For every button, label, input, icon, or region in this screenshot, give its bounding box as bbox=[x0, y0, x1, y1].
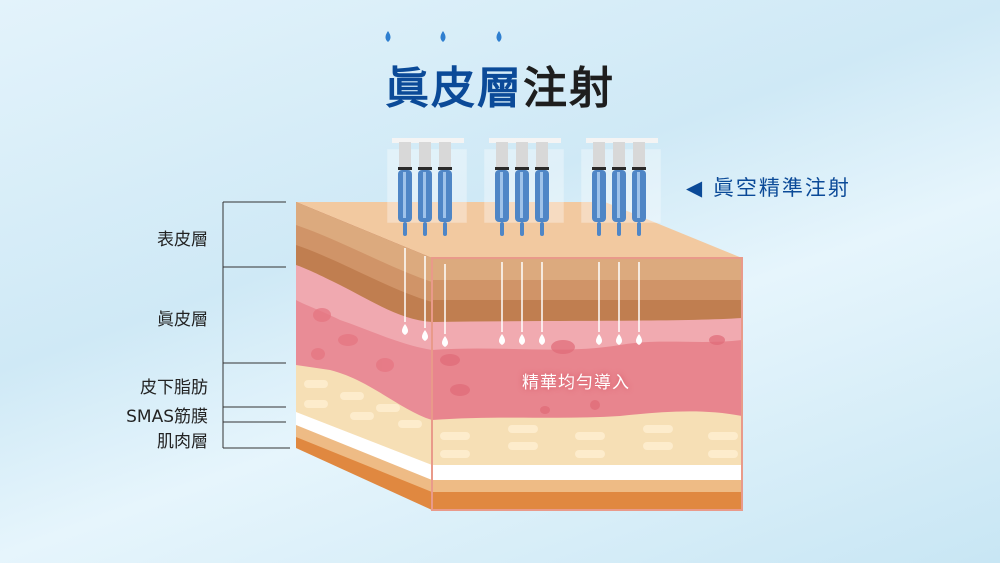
skin-left-face bbox=[296, 202, 432, 510]
essence-text: 精華均勻導入 bbox=[522, 373, 630, 393]
title-rest: 注射 bbox=[523, 63, 615, 114]
label-dermis: 眞皮層 bbox=[157, 310, 208, 330]
syringe-icon bbox=[398, 142, 412, 236]
essence-drop-icon bbox=[422, 330, 428, 341]
layer-bracket bbox=[222, 201, 290, 449]
label-muscle: 肌肉層 bbox=[157, 432, 208, 452]
syringe-cap bbox=[586, 138, 658, 143]
label-smas: SMAS筋膜 bbox=[126, 407, 208, 427]
syringe-cap bbox=[489, 138, 561, 143]
essence-drop-icon bbox=[596, 334, 602, 345]
essence-drop-icon bbox=[539, 334, 545, 345]
injection-lines bbox=[402, 248, 642, 347]
syringe-icon bbox=[515, 142, 529, 236]
syringe-icon bbox=[418, 142, 432, 236]
syringe-icon bbox=[592, 142, 606, 236]
syringe-icon bbox=[535, 142, 549, 236]
syringe-icon bbox=[438, 142, 452, 236]
callout-text: 眞空精準注射 bbox=[712, 176, 851, 200]
page-title: 眞皮層注射 bbox=[0, 52, 1000, 116]
essence-drop-icon bbox=[616, 334, 622, 345]
syringe-icon bbox=[612, 142, 626, 236]
left-triangle-icon: ◀ bbox=[686, 176, 705, 200]
syringe-group bbox=[387, 138, 467, 236]
syringe-group bbox=[484, 138, 564, 236]
vacuum-injection-callout: ◀ 眞空精準注射 bbox=[686, 172, 851, 202]
syringe-cap bbox=[392, 138, 464, 143]
essence-drop-icon bbox=[636, 334, 642, 345]
label-subcutaneous-fat: 皮下脂肪 bbox=[140, 378, 208, 398]
essence-drop-icon bbox=[499, 334, 505, 345]
title-highlight: 眞皮層 bbox=[385, 63, 523, 114]
essence-drop-icon bbox=[402, 324, 408, 335]
skin-front-face bbox=[431, 257, 743, 511]
water-drop-icons bbox=[385, 31, 502, 42]
syringe-icon bbox=[495, 142, 509, 236]
syringe-group bbox=[581, 138, 661, 236]
syringe-groups bbox=[387, 138, 661, 236]
essence-drop-icon bbox=[442, 336, 448, 347]
label-epidermis: 表皮層 bbox=[157, 230, 208, 250]
syringe-icon bbox=[632, 142, 646, 236]
essence-drop-icon bbox=[519, 334, 525, 345]
